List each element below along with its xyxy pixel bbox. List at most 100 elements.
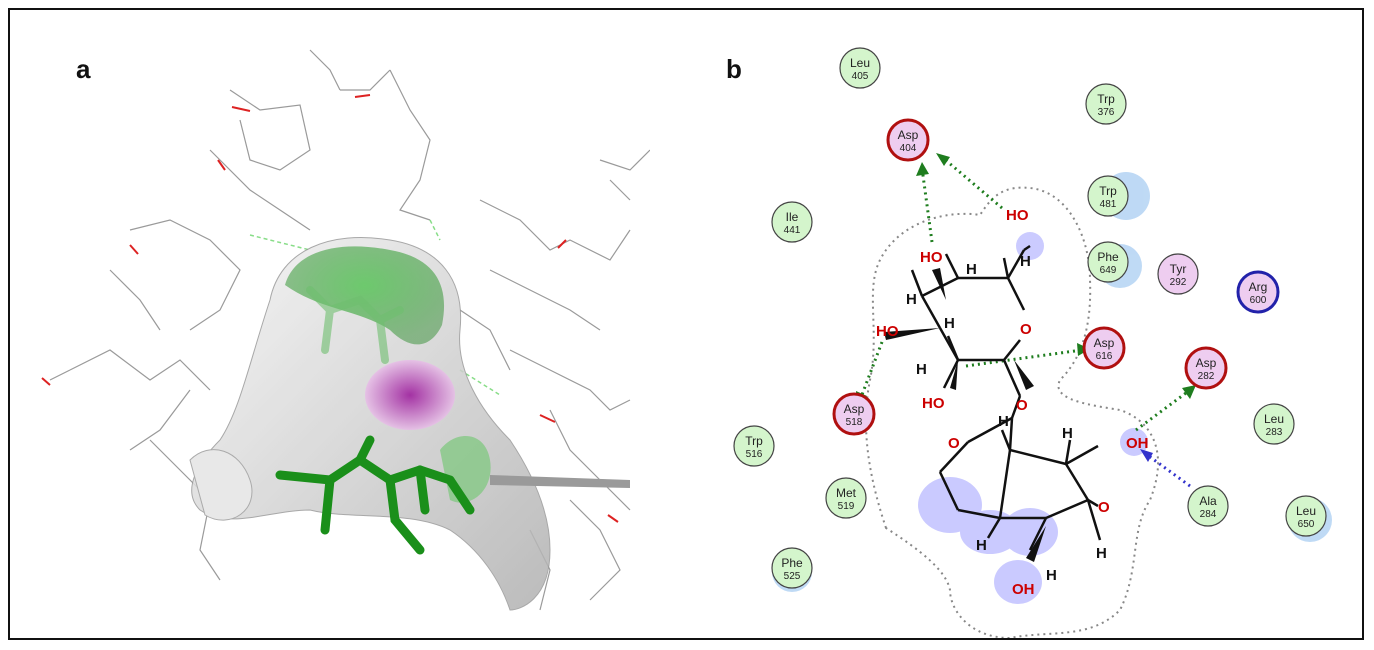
residue-bubble	[1236, 270, 1280, 314]
residue-bubble	[1087, 241, 1129, 283]
residue-name: Ile	[786, 210, 799, 224]
residue-number: 616	[1096, 351, 1113, 362]
atom-ho-top: HO	[1006, 207, 1029, 224]
atom-o-ring2: O	[948, 435, 960, 452]
atom-h2: H	[1020, 253, 1031, 270]
atom-h6: H	[998, 413, 1009, 430]
residue-number: 404	[900, 143, 917, 154]
residue-bubble	[771, 547, 813, 589]
residue-name: Arg	[1249, 280, 1268, 294]
pocket-outline	[865, 186, 1159, 638]
residue-bubble	[771, 201, 813, 243]
residue-number: 519	[838, 501, 855, 512]
panel-b-2d-interaction-diagram: HO HO HO HO OH OH O O O O H H H H H H H …	[733, 47, 1332, 638]
panel-b-label: b	[726, 54, 742, 84]
atom-ho-left: HO	[876, 323, 899, 340]
residue-name: Ala	[1199, 494, 1217, 508]
residue-bubble	[733, 425, 775, 467]
residue-number: 284	[1200, 509, 1217, 520]
hydrogen-bond-arrows	[856, 153, 1196, 488]
residue-bubble	[1187, 485, 1229, 527]
residue-number: 283	[1266, 427, 1283, 438]
residue-name: Trp	[1099, 184, 1117, 198]
atom-o-ring1: O	[1020, 321, 1032, 338]
atom-oh-right: OH	[1126, 435, 1149, 452]
residue-name: Trp	[745, 434, 763, 448]
molecular-surface	[189, 237, 630, 611]
residue-name: Phe	[781, 556, 803, 570]
atom-o-epoxide: O	[1098, 499, 1110, 516]
atom-h8: H	[976, 537, 987, 554]
residue-name: Met	[836, 486, 857, 500]
atom-h1: H	[966, 261, 977, 278]
residue-number: 441	[784, 225, 801, 236]
residue-number: 405	[852, 71, 869, 82]
atom-ho-lower: HO	[922, 395, 945, 412]
residue-number: 650	[1298, 519, 1315, 530]
residue-name: Trp	[1097, 92, 1115, 106]
hbond-dashes	[249, 219, 501, 396]
residue-bubble	[1184, 346, 1228, 390]
stereo-wedges	[884, 268, 1046, 562]
residue-name: Phe	[1097, 250, 1119, 264]
residue-bubble	[886, 118, 930, 162]
ligand-bonds	[910, 244, 1102, 551]
atom-h4: H	[944, 315, 955, 332]
atom-h10: H	[1046, 567, 1057, 584]
residue-bubble	[839, 47, 881, 89]
residue-number: 282	[1198, 371, 1215, 382]
residue-number: 525	[784, 571, 801, 582]
residue-number: 376	[1098, 107, 1115, 118]
figure: a b	[8, 8, 1364, 640]
residue-bubble	[832, 392, 876, 436]
residue-bubble	[1253, 403, 1295, 445]
residue-number: 292	[1170, 277, 1187, 288]
ligand-3d	[275, 435, 475, 555]
ligand-atom-labels: HO HO HO HO OH OH O O O O H H H H H H H …	[876, 207, 1149, 598]
residue-number: 481	[1100, 199, 1117, 210]
residue-name: Asp	[1094, 336, 1115, 350]
residue-bubble	[825, 477, 867, 519]
residue-bubble	[1087, 175, 1129, 217]
residue-bubble	[1085, 83, 1127, 125]
atom-h3: H	[906, 291, 917, 308]
residue-bubble	[1082, 326, 1126, 370]
residue-name: Leu	[1296, 504, 1316, 518]
residue-number: 600	[1250, 295, 1267, 306]
residue-name: Tyr	[1170, 262, 1187, 276]
atom-oh-bottom: OH	[1012, 581, 1035, 598]
residue-bubble	[1157, 253, 1199, 295]
atom-h7: H	[1062, 425, 1073, 442]
panel-a-3d-docking-view	[41, 49, 650, 611]
residue-name: Asp	[898, 128, 919, 142]
residue-name: Leu	[850, 56, 870, 70]
atom-h5: H	[916, 361, 927, 378]
residue-number: 649	[1100, 265, 1117, 276]
residue-name: Asp	[1196, 356, 1217, 370]
residue-name: Asp	[844, 402, 865, 416]
atom-h9: H	[1096, 545, 1107, 562]
residue-number: 516	[746, 449, 763, 460]
panel-a-label: a	[76, 54, 91, 84]
atom-o-glycosidic: O	[1016, 397, 1028, 414]
ligand-exposure-blobs	[918, 232, 1148, 604]
residue-name: Leu	[1264, 412, 1284, 426]
